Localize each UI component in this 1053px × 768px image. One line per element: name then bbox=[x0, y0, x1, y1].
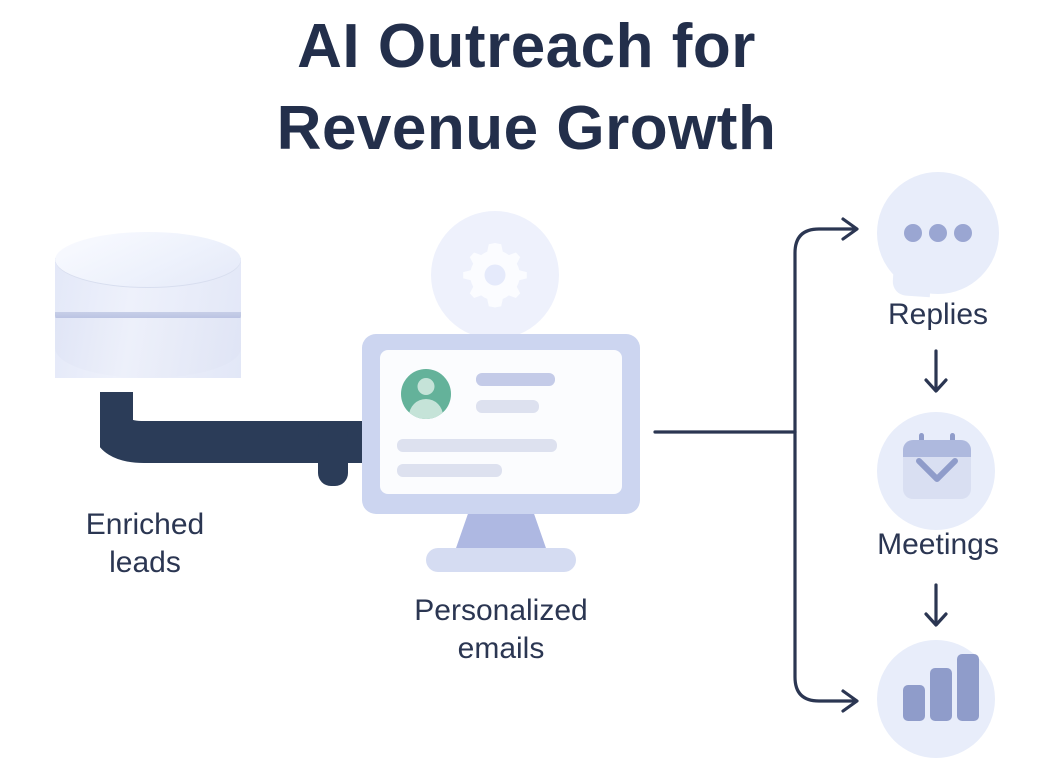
calendar-ring bbox=[950, 433, 955, 446]
monitor-bezel bbox=[362, 334, 640, 514]
screen-text-bar bbox=[476, 400, 539, 413]
calendar-check-icon bbox=[903, 433, 971, 499]
meetings-label: Meetings bbox=[877, 528, 999, 561]
monitor-neck bbox=[455, 514, 547, 551]
monitor-screen bbox=[380, 350, 622, 494]
screen-text-bar bbox=[476, 373, 555, 386]
user-avatar-icon bbox=[401, 369, 451, 419]
bar-chart-bar bbox=[930, 668, 952, 721]
calendar-ring bbox=[919, 433, 924, 446]
pipe-collar bbox=[318, 424, 348, 486]
monitor-to-outcomes-branch bbox=[645, 205, 890, 725]
cylinder-bottom bbox=[55, 318, 241, 378]
database-label: Enriched leads bbox=[85, 508, 205, 579]
avatar-head bbox=[417, 378, 435, 395]
monitor-base bbox=[426, 548, 576, 572]
bubble-dot bbox=[954, 224, 972, 242]
cylinder-top-ellipse bbox=[55, 232, 241, 288]
down-arrow-icon bbox=[921, 582, 951, 630]
monitor-label: Personalized emails bbox=[414, 594, 588, 665]
speech-bubble-icon bbox=[877, 172, 999, 298]
bubble-dot bbox=[904, 224, 922, 242]
bubble-body bbox=[877, 172, 999, 294]
page-title: AI Outreach for Revenue Growth bbox=[276, 12, 777, 163]
bar-chart-bar bbox=[957, 654, 979, 721]
check-mark-icon bbox=[916, 458, 958, 482]
avatar-body bbox=[409, 399, 443, 419]
gear-icon bbox=[431, 211, 559, 339]
screen-text-bar bbox=[397, 464, 502, 477]
bubble-dot bbox=[929, 224, 947, 242]
database-cylinder-icon bbox=[55, 232, 241, 404]
bar-chart-bar bbox=[903, 685, 925, 721]
database-to-monitor-pipe bbox=[100, 392, 375, 502]
down-arrow-icon bbox=[921, 348, 951, 396]
replies-label: Replies bbox=[887, 298, 989, 331]
calendar-header bbox=[903, 440, 971, 457]
calendar-body bbox=[903, 440, 971, 499]
screen-text-bar bbox=[397, 439, 557, 452]
desktop-monitor-icon bbox=[362, 334, 640, 572]
